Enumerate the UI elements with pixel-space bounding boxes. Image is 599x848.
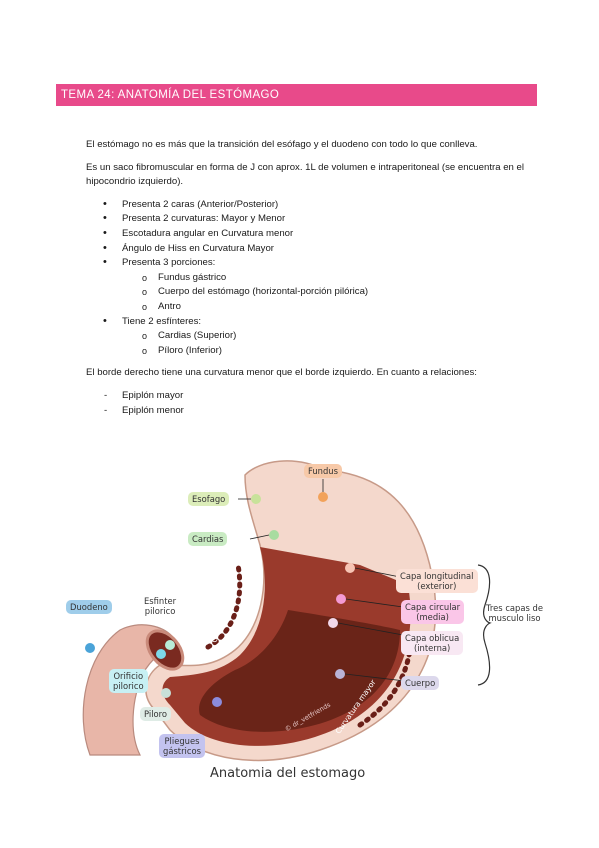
- capa-oblicua-label: Capa oblicua (interna): [401, 631, 464, 655]
- duodeno-label: Duodeno: [66, 600, 112, 614]
- pyloric-ring: [145, 629, 185, 671]
- esofago-marker: [251, 494, 261, 504]
- portions-sublist: Fundus gástrico Cuerpo del estómago (hor…: [122, 271, 526, 315]
- section-title: TEMA 24: ANATOMÍA DEL ESTÓMAGO: [61, 89, 280, 101]
- duodeno-marker: [85, 643, 95, 653]
- capa-circular-marker: [336, 594, 346, 604]
- pliegues-label: Pliegues gástricos: [159, 734, 205, 758]
- orificio-marker: [156, 649, 166, 659]
- stomach-diagram: Fundus Esofago Cardias Duodeno Esfinter …: [60, 455, 560, 785]
- piloro-marker: [161, 688, 171, 698]
- section-header: TEMA 24: ANATOMÍA DEL ESTÓMAGO: [56, 84, 537, 106]
- piloro-label: Piloro: [140, 707, 172, 721]
- list-item: Epiplón menor: [86, 404, 526, 419]
- list-item: Ángulo de Hiss en Curvatura Mayor: [86, 241, 526, 257]
- fundus-marker: [318, 492, 328, 502]
- sublist-item: Píloro (Inferior): [122, 344, 526, 359]
- capa-circular-label: Capa circular (media): [401, 600, 465, 624]
- list-item: Presenta 3 porciones: Fundus gástrico Cu…: [86, 255, 526, 315]
- fundus-label: Fundus: [304, 464, 342, 478]
- capa-oblicua-marker: [328, 618, 338, 628]
- intro-paragraph: El estómago no es más que la transición …: [86, 139, 478, 150]
- lesser-curvature-dots: [205, 562, 243, 650]
- sublist-item: Cuerpo del estómago (horizontal-porción …: [122, 285, 526, 300]
- leader-lines: [238, 479, 406, 682]
- layers-brace: [477, 564, 492, 686]
- pliegues-marker: [212, 697, 222, 707]
- list-item: Epiplón mayor: [86, 389, 526, 404]
- stomach-lumen: [199, 610, 400, 732]
- description-paragraph: Es un saco fibromuscular en forma de J c…: [86, 161, 525, 188]
- document-body: El estómago no es más que la transición …: [86, 138, 526, 418]
- list-item-label: Tiene 2 esfínteres:: [122, 315, 202, 327]
- orificio-label: Orificio pilorico: [109, 669, 148, 693]
- sublist-item: Cardias (Superior): [122, 329, 526, 344]
- list-item: Presenta 2 curvaturas: Mayor y Menor: [86, 211, 526, 227]
- esofago-label: Esofago: [188, 492, 230, 506]
- cardias-label: Cardias: [188, 532, 228, 546]
- list-item: Tiene 2 esfínteres: Cardias (Superior) P…: [86, 314, 526, 359]
- list-item: Presenta 2 caras (Anterior/Posterior): [86, 197, 526, 213]
- list-item: Escotadura angular en Curvatura menor: [86, 226, 526, 242]
- list-item-label: Presenta 3 porciones:: [122, 257, 216, 269]
- sublist-item: Fundus gástrico: [122, 271, 526, 286]
- cuerpo-marker: [335, 669, 345, 679]
- cardias-marker: [269, 530, 279, 540]
- greater-curvature-dots: [357, 647, 413, 728]
- relations-paragraph: El borde derecho tiene una curvatura men…: [86, 367, 477, 379]
- esfinter-marker: [165, 640, 175, 650]
- capa-longitudinal-marker: [345, 563, 355, 573]
- relations-list: Epiplón mayor Epiplón menor: [86, 389, 526, 418]
- sublist-item: Antro: [122, 300, 526, 315]
- capa-longitudinal-label: Capa longitudinal (exterior): [396, 569, 478, 593]
- diagram-caption: Anatomia del estomago: [210, 766, 366, 781]
- cuerpo-label: Cuerpo: [401, 676, 440, 690]
- esfinter-label: Esfinter pilorico: [140, 594, 181, 618]
- sphincters-sublist: Cardias (Superior) Píloro (Inferior): [122, 329, 526, 358]
- tres-capas-label: Tres capas de musculo liso: [486, 603, 543, 623]
- features-list: Presenta 2 caras (Anterior/Posterior) Pr…: [86, 197, 526, 359]
